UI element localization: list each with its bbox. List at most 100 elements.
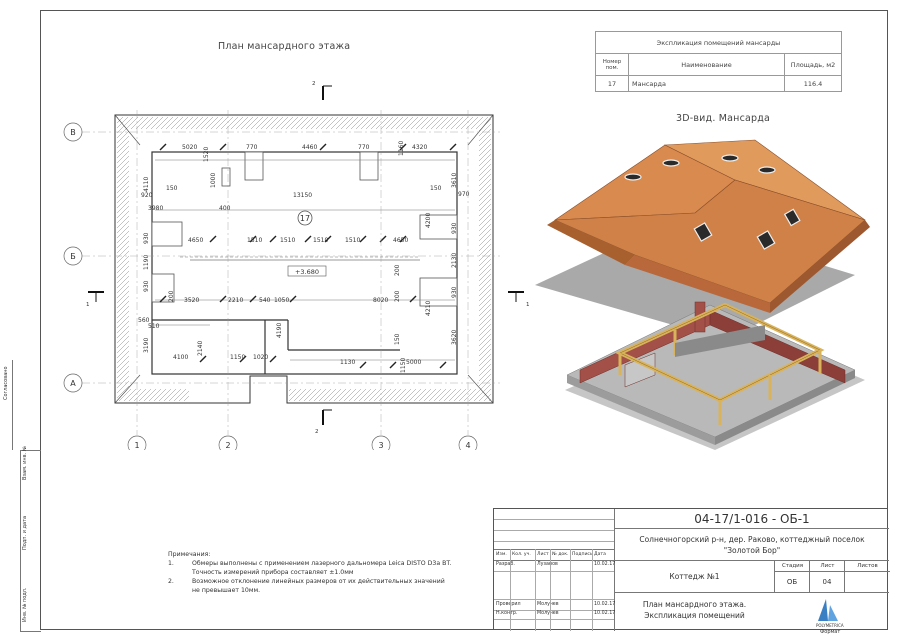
svg-text:930: 930 [451,286,458,298]
svg-text:4460: 4460 [302,144,317,151]
svg-text:930: 930 [451,222,458,234]
dimension-labels: 5020 1520 770 4460 770 1160 4320 4110 10… [138,141,470,373]
svg-text:1150: 1150 [400,358,407,373]
svg-text:200: 200 [168,290,175,302]
signature-row: Разраб. Лузанов 10.02.17 [494,559,615,572]
note-text: Обмеры выполнены с применением лазерного… [192,560,452,567]
svg-text:4100: 4100 [173,354,188,361]
svg-text:150: 150 [166,185,178,192]
svg-text:2130: 2130 [451,253,458,268]
svg-text:1020: 1020 [253,354,268,361]
binding-strip: Согласовано Взам. инв. № Подп. и дата Ин… [0,0,41,636]
svg-text:5020: 5020 [182,144,197,151]
svg-text:4110: 4110 [143,177,150,192]
svg-text:8020: 8020 [373,297,388,304]
side-label-sign: Подп. и дата [22,515,28,550]
svg-text:920: 920 [141,192,153,199]
axis-label-b: Б [70,252,76,261]
svg-text:4650: 4650 [393,237,408,244]
section-marks [88,85,524,425]
section-label-bottom: 2 [315,429,319,435]
svg-text:1510: 1510 [345,237,360,244]
roof [547,139,870,313]
note-number: 1. [168,560,174,567]
room-number-cell: 17 [595,75,629,92]
section-label-left: 1 [86,302,90,308]
notes-block: Примечания: 1. Обмеры выполнены с примене… [168,550,451,595]
svg-text:1130: 1130 [340,359,355,366]
signature-row: Н.контр. Молучев 10.02.17 [494,609,615,620]
object-name: Коттедж №1 [614,561,774,593]
svg-text:3980: 3980 [148,205,163,212]
dimension-ticks [159,143,457,369]
side-label-replace: Взам. инв. № [22,446,28,480]
elevation-mark: +3.680 [295,268,319,276]
note-text: Возможное отклонение линейных размеров о… [192,578,445,585]
axis-label-v: В [70,128,76,137]
svg-text:930: 930 [143,280,150,292]
roof-overhang [114,114,494,404]
svg-text:510: 510 [148,323,160,330]
svg-text:3190: 3190 [143,338,150,353]
side-label-agreed: Согласовано [3,366,9,400]
revision-grid [494,519,614,550]
svg-text:150: 150 [430,185,442,192]
svg-text:1000: 1000 [210,173,217,188]
svg-text:400: 400 [219,205,231,212]
svg-text:970: 970 [458,191,470,198]
attic-3d-view [535,139,870,450]
floor-slab [566,304,856,445]
drawing-code: 04-17/1-016 - ОБ-1 [614,509,889,529]
drawing-frame [40,10,888,630]
svg-text:2140: 2140 [197,341,204,356]
axis-lines [82,110,500,435]
svg-text:200: 200 [394,264,401,276]
title-block: 04-17/1-016 - ОБ-1 Солнечногорский р-н, … [493,508,890,631]
project-location: Солнечногорский р-н, дер. Раково, коттед… [614,529,889,561]
svg-text:3620: 3620 [451,330,458,345]
view3d-title: 3D-вид. Мансарда [676,113,771,124]
sheet-value: 04 [809,571,844,593]
svg-text:1150: 1150 [230,354,245,361]
note-text: Точность измерений прибора составляет ±1… [192,569,354,576]
svg-text:770: 770 [246,144,258,151]
axis-label-1: 1 [134,441,139,450]
svg-text:13150: 13150 [293,192,312,199]
col-number-header: Номер пом. [595,53,629,76]
wood-frame [615,302,825,425]
svg-text:1510: 1510 [280,237,295,244]
side-label-inv: Инв. № подл. [22,587,28,623]
plan-dormers [151,151,458,307]
section-label-top: 2 [312,81,316,87]
explication-title: Экспликация помещений мансарды [595,31,842,54]
company-logo-icon [818,599,838,621]
svg-text:4320: 4320 [412,144,427,151]
svg-text:2210: 2210 [228,297,243,304]
svg-text:1190: 1190 [143,255,150,270]
sheet-name: План мансардного этажа. Экспликация поме… [614,593,774,631]
svg-text:3520: 3520 [184,297,199,304]
room-area-cell: 116.4 [784,75,842,92]
table-row: 17 Мансарда 116.4 [595,75,842,92]
signature-grid: Изм. Кол. уч. Лист № док. Подпись Дата Р… [494,549,615,631]
note-text: не превышает 10мм. [192,587,261,594]
format-label: Формат [820,629,841,635]
svg-text:3610: 3610 [451,173,458,188]
notes-heading: Примечания: [168,551,211,558]
floor-plan: 5020 1520 770 4460 770 1160 4320 4110 10… [63,81,530,450]
room-name-cell: Мансарда [628,75,785,92]
axis-bubbles: В Б А 1 2 3 4 [63,122,478,450]
svg-text:4190: 4190 [276,323,283,338]
svg-text:560: 560 [138,317,150,324]
section-label-right: 1 [526,302,530,308]
svg-text:1160: 1160 [398,141,405,156]
svg-text:4210: 4210 [425,301,432,316]
signature-row: Проверил Молучев 10.02.17 [494,599,615,611]
svg-text:4650: 4650 [188,237,203,244]
svg-text:1510: 1510 [313,237,328,244]
axis-label-4: 4 [465,441,470,450]
col-name-header: Наименование [628,53,785,76]
note-number: 2. [168,578,174,585]
svg-text:770: 770 [358,144,370,151]
col-area-header: Площадь, м2 [784,53,842,76]
